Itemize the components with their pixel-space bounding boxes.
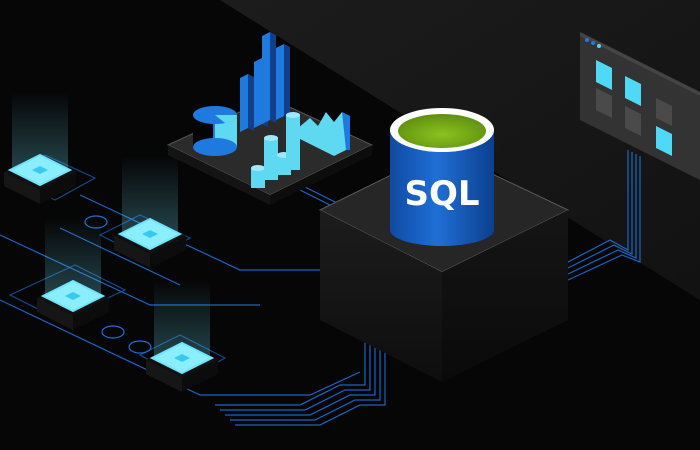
bar-chart-icon xyxy=(240,32,290,132)
dashboard-tiles xyxy=(596,60,672,156)
sql-database-icon: SQL xyxy=(390,108,494,246)
server-node xyxy=(37,218,109,330)
pie-chart-icon xyxy=(193,106,237,156)
area-chart-icon xyxy=(298,112,350,156)
analytics-platform xyxy=(166,32,374,205)
server-node xyxy=(146,280,218,392)
server-node xyxy=(4,92,76,204)
cylinder-chart-icon xyxy=(251,112,300,188)
window-dot-icon xyxy=(591,41,595,45)
window-dot-icon xyxy=(585,38,589,42)
server-node xyxy=(114,156,186,268)
window-dot-icon xyxy=(597,44,601,48)
dashboard-window xyxy=(580,32,700,180)
sql-label: SQL xyxy=(404,174,479,214)
